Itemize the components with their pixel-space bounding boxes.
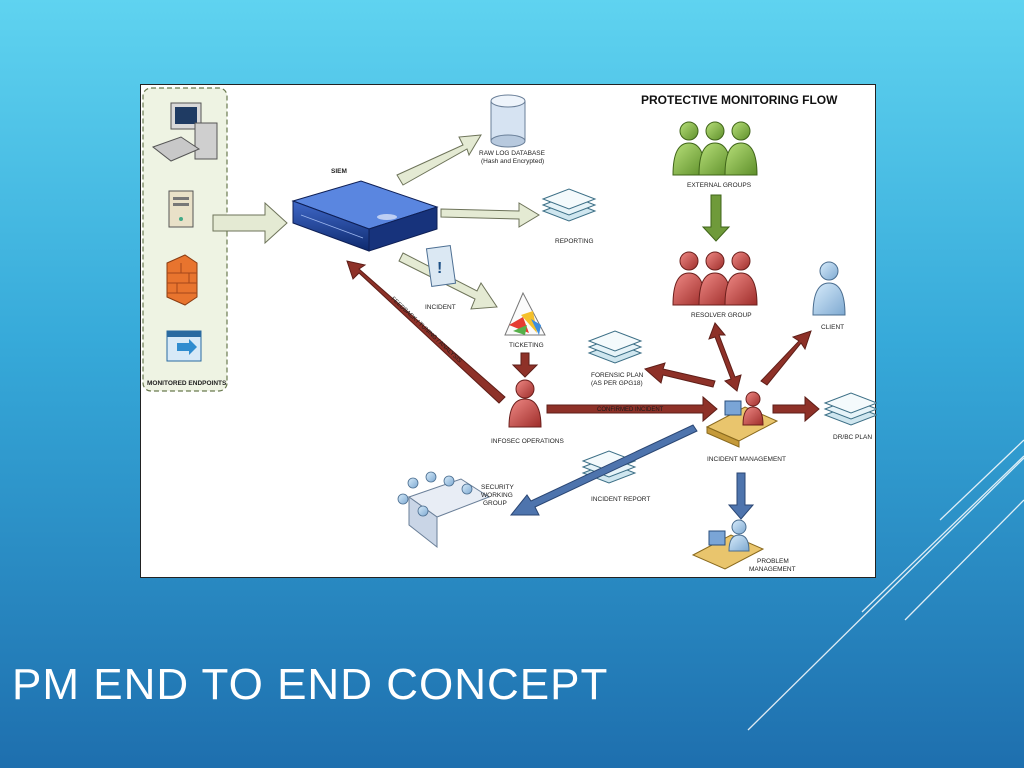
siem-to-reporting-arrow [440, 202, 540, 228]
client-person-icon [812, 261, 846, 316]
security-wg-label-3: GROUP [483, 500, 507, 507]
drbc-plan-documents-icon [823, 392, 877, 426]
computer-icon [151, 102, 218, 162]
incident-clipboard-icon: ! [425, 244, 457, 288]
infosec-label: INFOSEC OPERATIONS [491, 438, 564, 445]
external-groups-label: EXTERNAL GROUPS [687, 182, 752, 189]
decor-line-1 [747, 457, 1024, 731]
endpoints-label: MONITORED ENDPOINTS [147, 380, 227, 387]
incident-to-client-arrow [760, 330, 812, 386]
reporting-documents-icon [541, 188, 597, 222]
siem-label: SIEM [331, 168, 347, 175]
decor-line-3 [904, 499, 1024, 621]
external-to-resolver-arrow [701, 194, 731, 242]
resolver-group-label: RESOLVER GROUP [691, 312, 752, 319]
incident-label: INCIDENT [425, 304, 456, 311]
forensic-plan-documents-icon [587, 330, 643, 364]
decor-line-4 [939, 439, 1024, 521]
problem-management-label-2: MANAGEMENT [749, 566, 796, 573]
resolver-group-icon [672, 251, 758, 306]
security-wg-label-1: SECURITY [481, 484, 515, 491]
protective-monitoring-diagram: MONITORED ENDPOINTS SIEM RAW LOG DATABAS… [142, 87, 877, 573]
incident-to-security-wg-arrow [509, 424, 698, 516]
ticketing-label: TICKETING [509, 342, 544, 349]
reporting-label: REPORTING [555, 238, 594, 245]
forensic-label-2: (AS PER GPG18) [591, 380, 643, 387]
external-groups-icon [672, 121, 758, 176]
raw-log-label-2: (Hash and Encrypted) [481, 158, 544, 165]
monitored-endpoints-group: MONITORED ENDPOINTS [142, 87, 228, 392]
database-icon [490, 94, 526, 148]
slide-title: PM END TO END CONCEPT [12, 660, 609, 709]
confirmed-incident-arrow [546, 395, 718, 423]
feedback-arrow [346, 260, 506, 404]
infosec-operations-person-icon [508, 379, 542, 428]
problem-management-label-1: PROBLEM [757, 558, 789, 565]
decor-line-2 [861, 455, 1024, 613]
firewall-icon [166, 254, 198, 306]
client-label: CLIENT [821, 324, 844, 331]
diagram-panel: MONITORED ENDPOINTS SIEM RAW LOG DATABAS… [140, 84, 877, 578]
endpoints-to-siem-arrow [212, 201, 288, 245]
confirmed-incident-label: CONFIRMED INCIDENT [597, 407, 664, 413]
siem-appliance-icon [291, 180, 439, 252]
incident-to-drbc-arrow [772, 395, 820, 423]
security-working-group-icon [397, 471, 491, 549]
diagram-heading: PROTECTIVE MONITORING FLOW [641, 93, 838, 107]
problem-management-desk-icon [691, 519, 765, 570]
siem-to-rawlog-arrow [396, 134, 482, 186]
incident-to-problem-arrow [727, 472, 755, 520]
server-icon [168, 190, 194, 228]
resolver-incident-double-arrow [708, 322, 742, 392]
incident-report-label: INCIDENT REPORT [591, 496, 650, 503]
drbc-label: DR/BC PLAN [833, 434, 872, 441]
raw-log-label-1: RAW LOG DATABASE [479, 150, 546, 157]
svg-text:!: ! [437, 260, 442, 277]
ticketing-to-infosec-arrow [511, 352, 539, 378]
incident-to-forensic-arrow [643, 362, 716, 388]
ticketing-icon [504, 291, 546, 336]
application-icon [166, 330, 202, 362]
security-wg-label-2: WORKING [481, 492, 513, 499]
incident-management-label: INCIDENT MANAGEMENT [707, 456, 786, 463]
incident-management-desk-icon [705, 391, 779, 448]
forensic-label-1: FORENSIC PLAN [591, 372, 644, 379]
